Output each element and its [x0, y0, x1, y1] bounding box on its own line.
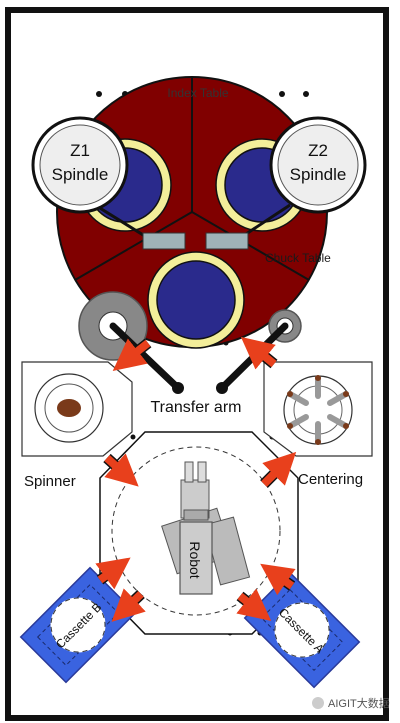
cassette-b: Cassette B	[19, 566, 137, 684]
centering-device	[283, 375, 353, 445]
robot-label: Robot	[187, 541, 203, 578]
flow-arrows	[95, 336, 297, 622]
spinner-label: Spinner	[24, 473, 76, 490]
arrow-robot-to-cassette-b	[111, 588, 146, 622]
z1-chuck-bar	[142, 232, 186, 250]
arrow-cassette-b-out	[95, 557, 131, 590]
arrow-cassette-a-out	[260, 563, 296, 596]
transfer-arm-label: Transfer arm	[151, 399, 242, 416]
chuck-table-label: Chuck Table	[265, 251, 331, 265]
z2-spindle-label-line1: Z2	[308, 141, 328, 160]
centering-label: Centering	[298, 471, 363, 488]
watermark-text: AIGIT大数据	[328, 696, 390, 710]
transfer-arm-pivot-right	[216, 382, 228, 394]
z1-spindle-label-line2: Spindle	[52, 165, 109, 184]
chuck-wafer-bottom	[147, 251, 245, 349]
arrow-left-pad-to-spinner	[112, 338, 152, 371]
z1-spindle	[31, 116, 129, 214]
index-table-label: Index Table	[167, 86, 228, 100]
arrow-robot-to-centering	[260, 451, 297, 488]
transfer-arm-pivot-left	[172, 382, 184, 394]
z2-spindle	[269, 116, 367, 214]
cassette-a: Cassette A	[243, 571, 361, 689]
spinner-wafer	[34, 373, 104, 443]
z1-spindle-label-line1: Z1	[70, 141, 90, 160]
arrow-spinner-to-robot	[103, 453, 139, 487]
z1-spindle-arm	[94, 203, 149, 240]
arrow-centering-to-right-pad	[240, 336, 278, 370]
z2-spindle-label-line2: Spindle	[290, 165, 347, 184]
z2-chuck-bar	[205, 232, 249, 250]
robot	[161, 461, 251, 595]
robot-reach-circle	[111, 446, 281, 616]
arrow-robot-to-cassette-a	[236, 588, 272, 621]
watermark: AIGIT大数据	[312, 696, 390, 710]
